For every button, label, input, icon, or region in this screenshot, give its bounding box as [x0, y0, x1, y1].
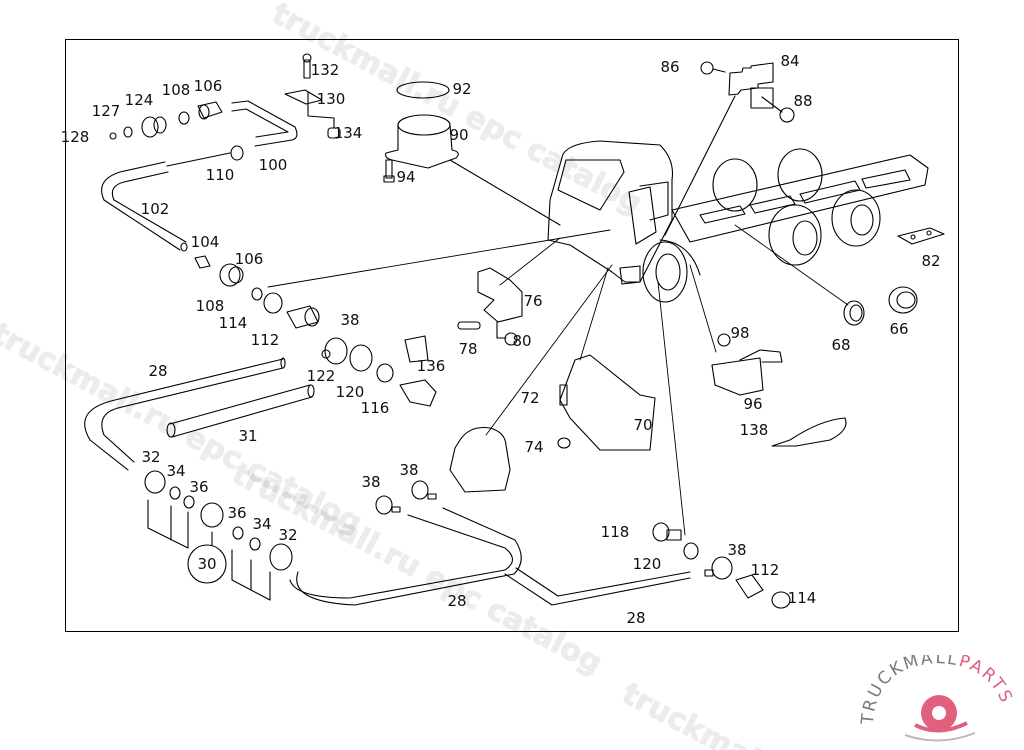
- cover-90-seal-92-screw-94[interactable]: [383, 81, 561, 226]
- callout-112[interactable]: 112: [251, 331, 280, 349]
- callout-38[interactable]: 38: [399, 461, 418, 479]
- callout-114[interactable]: 114: [788, 589, 817, 607]
- plate-82[interactable]: [897, 227, 945, 245]
- watermark-text: truckmall.ru epc catalog: [226, 456, 607, 681]
- callout-130[interactable]: 130: [317, 90, 346, 108]
- hose-100[interactable]: [231, 100, 298, 147]
- hose-102[interactable]: [101, 161, 188, 252]
- callout-110[interactable]: 110: [206, 166, 235, 184]
- box-96-nut-98[interactable]: [711, 333, 783, 396]
- callout-128[interactable]: 128: [61, 128, 90, 146]
- leader-lines: [267, 224, 849, 536]
- callout-104[interactable]: 104: [191, 233, 220, 251]
- grommets-66-68[interactable]: [843, 286, 918, 326]
- bracket-70-bolt-72-nut-74[interactable]: [557, 354, 656, 451]
- callout-28[interactable]: 28: [447, 592, 466, 610]
- callout-90[interactable]: 90: [449, 126, 468, 144]
- callout-114[interactable]: 114: [219, 314, 248, 332]
- callout-92[interactable]: 92: [452, 80, 471, 98]
- fitting-group-upper[interactable]: [109, 101, 223, 140]
- callout-106[interactable]: 106: [194, 77, 223, 95]
- gear-icon: [904, 695, 976, 742]
- callout-82[interactable]: 82: [921, 252, 940, 270]
- callout-136[interactable]: 136: [417, 357, 446, 375]
- callout-32[interactable]: 32: [141, 448, 160, 466]
- plate-84-bolt-86-nut-88[interactable]: [664, 61, 795, 236]
- cable-tie-138[interactable]: [771, 417, 847, 447]
- callout-28[interactable]: 28: [626, 609, 645, 627]
- diagram-frame: [65, 39, 959, 632]
- callout-96[interactable]: 96: [743, 395, 762, 413]
- callout-72[interactable]: 72: [520, 389, 539, 407]
- callout-132[interactable]: 132: [311, 61, 340, 79]
- callout-80[interactable]: 80: [512, 332, 531, 350]
- hose-28-left[interactable]: [84, 357, 286, 471]
- fitting-group-lower-right[interactable]: [652, 522, 791, 609]
- callout-127[interactable]: 127: [92, 102, 121, 120]
- callout-76[interactable]: 76: [523, 292, 542, 310]
- callout-38[interactable]: 38: [727, 541, 746, 559]
- callout-134[interactable]: 134: [334, 124, 363, 142]
- callout-122[interactable]: 122: [307, 367, 336, 385]
- callout-138[interactable]: 138: [740, 421, 769, 439]
- callout-36[interactable]: 36: [189, 478, 208, 496]
- callout-32[interactable]: 32: [278, 526, 297, 544]
- callout-68[interactable]: 68: [831, 336, 850, 354]
- truckmall-parts-logo: TRUCKMALLPARTS: [858, 655, 1016, 742]
- callout-38[interactable]: 38: [340, 311, 359, 329]
- callout-74[interactable]: 74: [524, 438, 543, 456]
- callout-28[interactable]: 28: [148, 362, 167, 380]
- truck-wheels[interactable]: [642, 148, 881, 303]
- callout-78[interactable]: 78: [458, 340, 477, 358]
- callout-100[interactable]: 100: [259, 156, 288, 174]
- callout-38[interactable]: 38: [361, 473, 380, 491]
- callout-34[interactable]: 34: [252, 515, 271, 533]
- callout-70[interactable]: 70: [633, 416, 652, 434]
- hose-31[interactable]: [166, 384, 315, 438]
- logo-text-parts: PARTS: [956, 655, 1016, 707]
- truck-chassis[interactable]: [671, 154, 929, 243]
- truck-cab[interactable]: [547, 140, 674, 285]
- fitting-set-30[interactable]: [144, 470, 293, 601]
- callout-94[interactable]: 94: [396, 168, 415, 186]
- fitting-group-middle[interactable]: [194, 255, 437, 407]
- hose-28-center[interactable]: [289, 507, 691, 606]
- watermark-text: truckmall.ru epc catalog: [266, 0, 647, 221]
- callout-118[interactable]: 118: [601, 523, 630, 541]
- bracket-130-bolt-132-nut-134[interactable]: [284, 53, 341, 139]
- clamp-110[interactable]: [166, 145, 244, 167]
- callout-108[interactable]: 108: [162, 81, 191, 99]
- callout-112[interactable]: 112: [751, 561, 780, 579]
- callout-31[interactable]: 31: [238, 427, 257, 445]
- callout-124[interactable]: 124: [125, 91, 154, 109]
- callout-102[interactable]: 102: [141, 200, 170, 218]
- pump-unit[interactable]: [449, 426, 511, 493]
- callout-66[interactable]: 66: [889, 320, 908, 338]
- callout-30[interactable]: 30: [197, 555, 216, 573]
- callout-106[interactable]: 106: [235, 250, 264, 268]
- callout-108[interactable]: 108: [196, 297, 225, 315]
- callout-120[interactable]: 120: [633, 555, 662, 573]
- callout-120[interactable]: 120: [336, 383, 365, 401]
- callout-34[interactable]: 34: [166, 462, 185, 480]
- callout-86[interactable]: 86: [660, 58, 679, 76]
- callout-84[interactable]: 84: [780, 52, 799, 70]
- callout-98[interactable]: 98: [730, 324, 749, 342]
- bracket-76-bolt-78-nut-80[interactable]: [457, 267, 523, 346]
- callout-36[interactable]: 36: [227, 504, 246, 522]
- callout-116[interactable]: 116: [361, 399, 390, 417]
- banjo-fittings-38[interactable]: [375, 480, 437, 515]
- callout-88[interactable]: 88: [793, 92, 812, 110]
